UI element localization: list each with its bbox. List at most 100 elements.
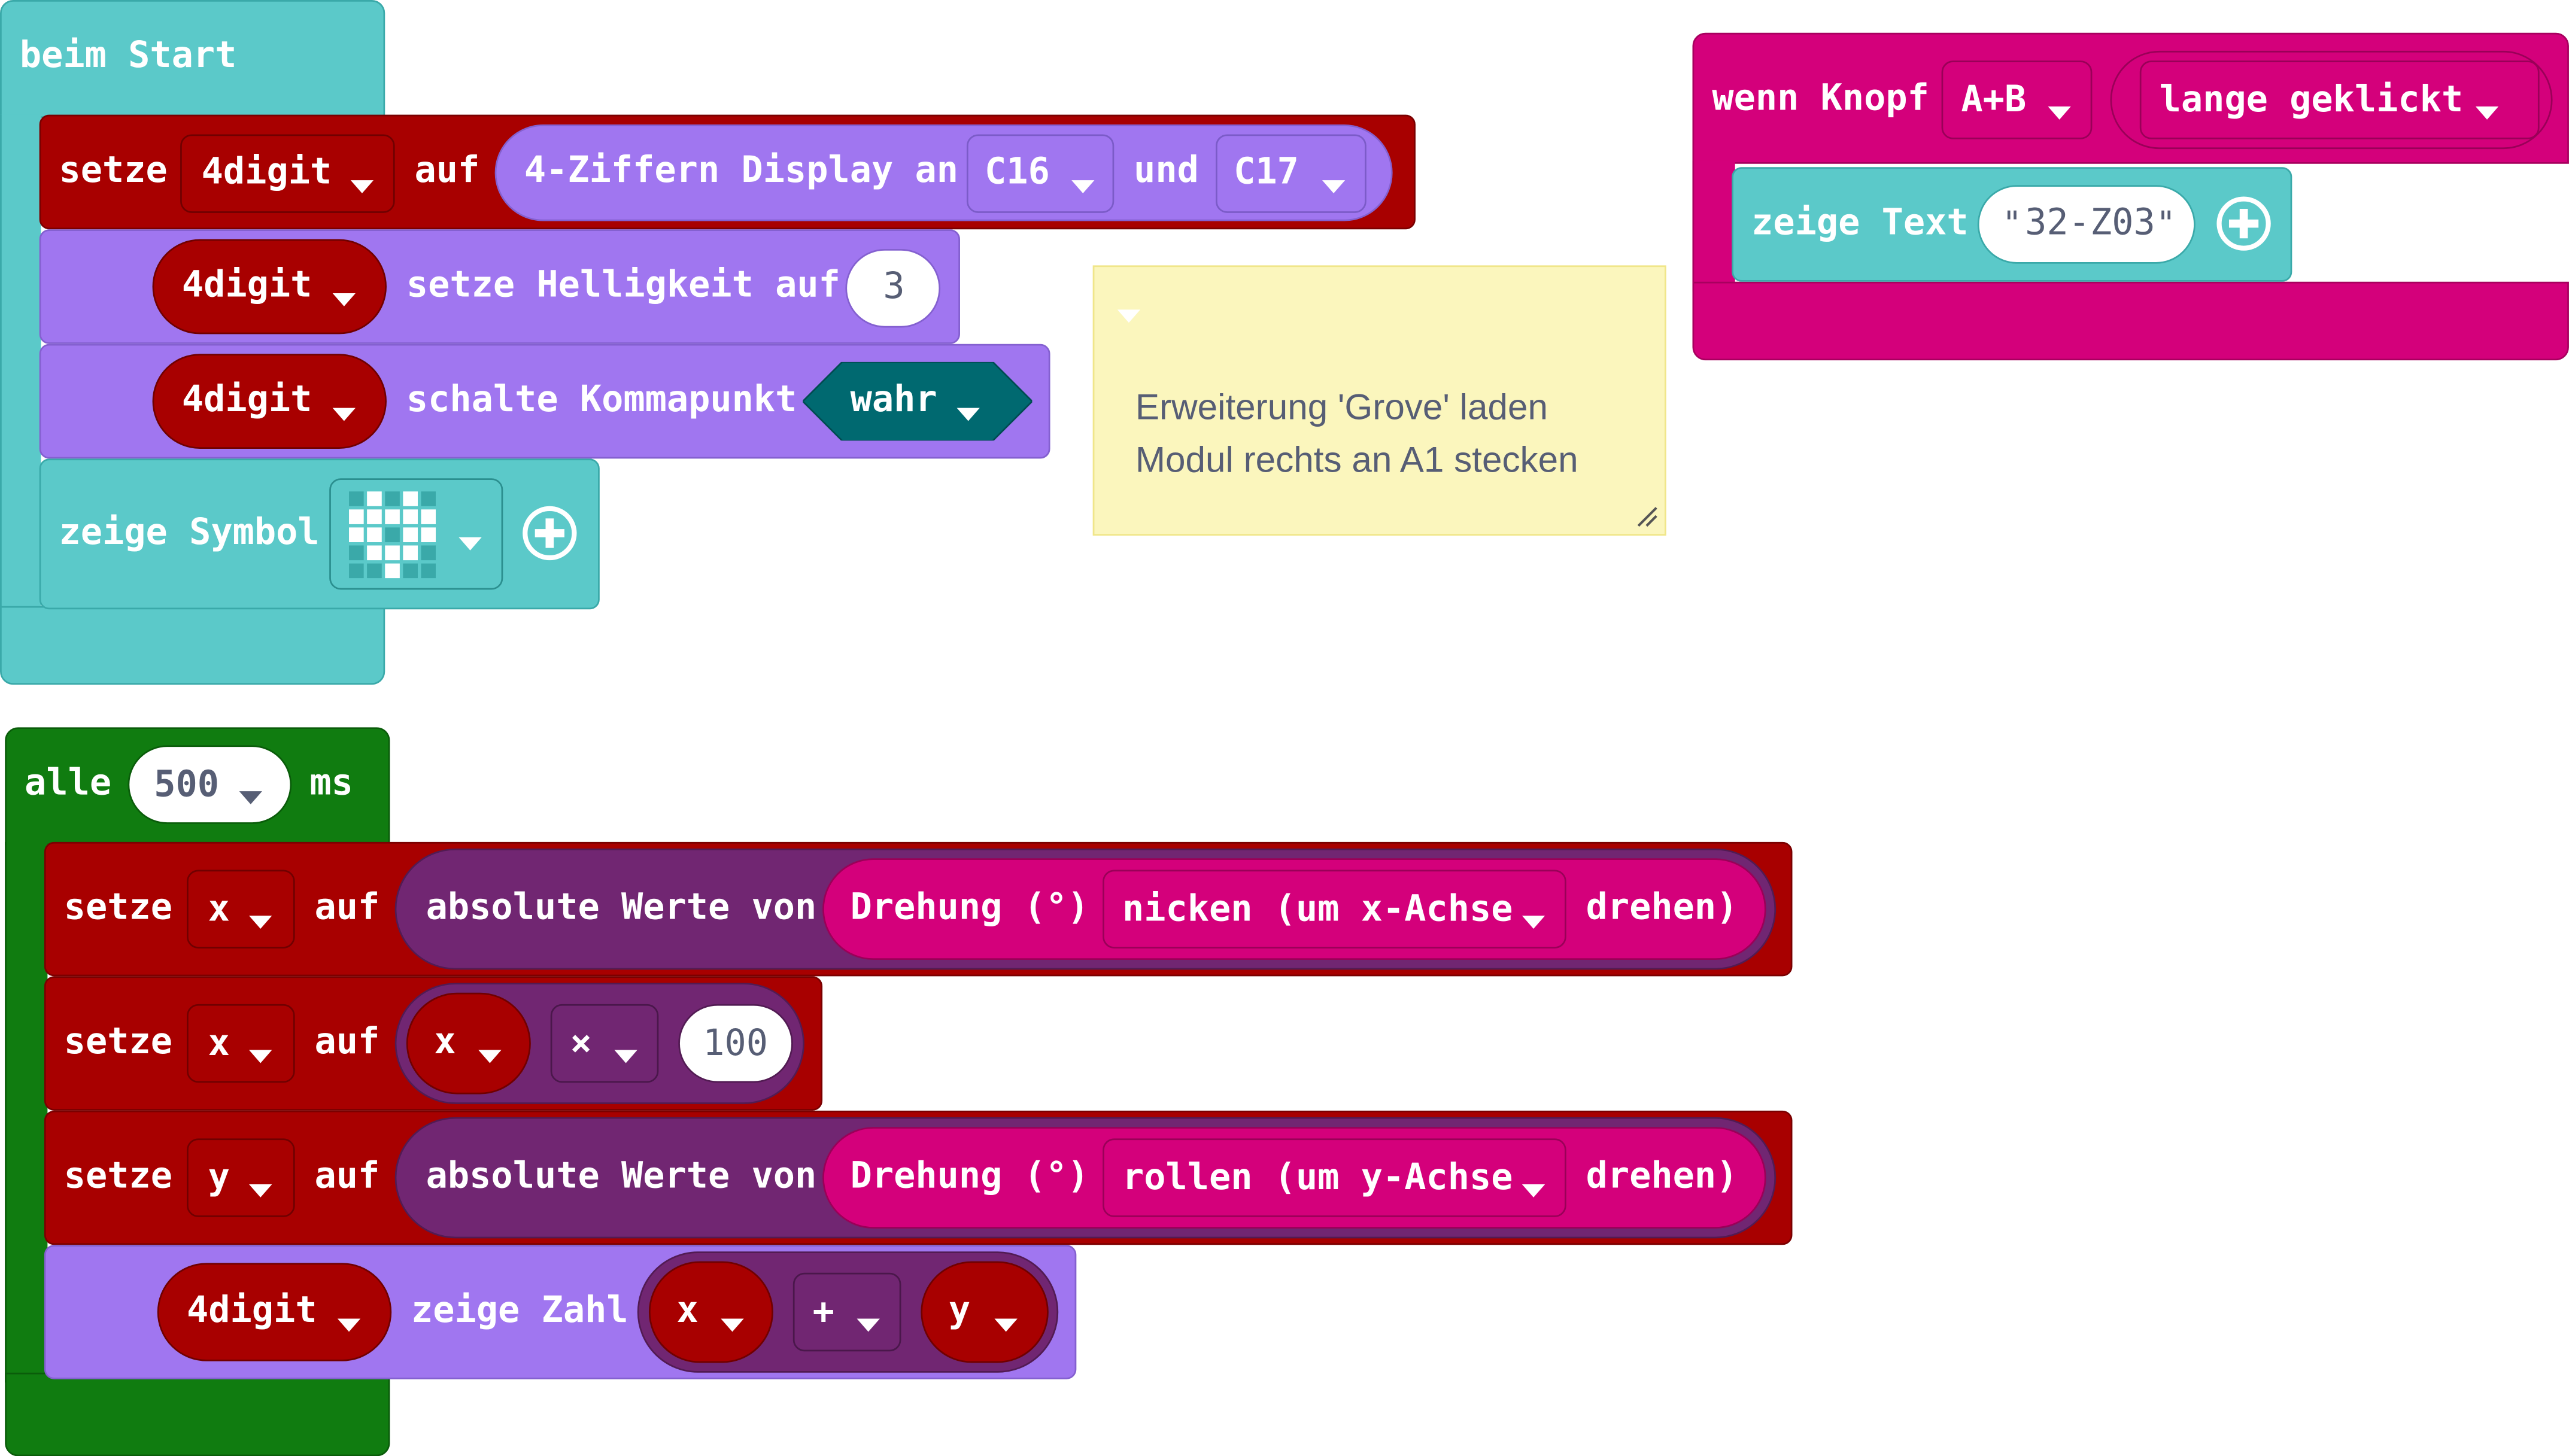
chevron-down-icon [478,1038,502,1069]
chevron-down-icon [994,1307,1018,1338]
drehen-label: drehen) [1586,887,1738,929]
led-pixel [367,527,382,543]
led-pixel [385,509,400,524]
on-start-label: beim Start [19,36,237,77]
variable-reporter-y[interactable]: y [921,1261,1049,1363]
resize-handle-icon[interactable] [1635,504,1658,527]
collapse-chevron-icon[interactable] [1117,298,1141,329]
chevron-down-icon [249,1038,272,1069]
on-start-foot [0,606,385,685]
variable-dropdown-x[interactable]: x [187,1004,295,1083]
pin1-dropdown[interactable]: C16 [966,134,1115,213]
variable-dropdown-4digit[interactable]: 4digit [180,134,395,213]
every-foot [5,1372,390,1456]
brightness-value-input[interactable]: 3 [845,249,941,328]
on-start-body-left [0,114,41,623]
pin2-dropdown[interactable]: C17 [1216,134,1367,213]
chevron-down-icon [2048,95,2071,126]
show-number-label: zeige Zahl [411,1290,628,1332]
chevron-down-icon [332,396,356,427]
variable-dropdown-y[interactable]: y [187,1138,295,1217]
led-pixel [421,491,436,506]
chevron-down-icon [350,169,374,200]
every-body-left [5,841,48,1383]
variable-reporter-x[interactable]: x [406,992,531,1095]
add-circle-icon[interactable] [2215,195,2273,253]
add-circle-icon[interactable] [521,504,578,562]
led-pixel [349,509,364,524]
number-input[interactable]: 100 [678,1004,793,1083]
led-pixel [385,545,400,561]
every-label: alle [25,763,112,804]
auf-keyword: auf [314,1156,380,1197]
bool-value-label: wahr [850,380,937,421]
point-label: schalte Kommapunkt [406,380,797,421]
chevron-down-icon [332,282,356,313]
chevron-down-icon [614,1038,637,1069]
comment-note[interactable] [1092,265,1666,536]
on-start-hat[interactable] [0,0,385,118]
show-icon-block[interactable] [39,458,600,610]
chevron-down-icon [1522,1173,1545,1204]
on-start-block[interactable]: beim Start [0,0,385,685]
icon-dropdown[interactable] [329,478,503,590]
chevron-down-icon [458,526,482,557]
operator-dropdown[interactable]: × [550,1004,659,1083]
set-keyword: setze [63,1022,173,1063]
auf-keyword: auf [314,887,380,929]
comment-line-1: Erweiterung 'Grove' laden [1135,386,1548,428]
auf-keyword: auf [414,150,480,192]
on-button-body-left [1692,160,1735,292]
led-pixel [385,527,400,543]
abs-label: absolute Werte von [426,1156,817,1197]
led-pixel [403,527,418,543]
led-pixel [421,545,436,561]
chevron-down-icon [337,1307,361,1338]
led-pixel [385,563,400,579]
led-pixel [367,509,382,524]
led-pixel [403,509,418,524]
abs-label: absolute Werte von [426,887,817,929]
auf-keyword: auf [314,1022,380,1063]
chevron-down-icon [239,780,262,811]
variable-reporter-4digit[interactable]: 4digit [152,239,387,335]
chevron-down-icon [249,904,272,935]
button-dropdown[interactable]: A+B [1941,60,2093,139]
led-pixel [367,491,382,506]
bool-value-hex[interactable] [803,361,1033,441]
variable-reporter-x[interactable]: x [648,1261,773,1363]
rotation-label: Drehung (°) [850,887,1089,929]
set-keyword: setze [63,1156,173,1197]
variable-reporter-4digit[interactable]: 4digit [157,1263,392,1361]
chevron-down-icon [1071,169,1095,200]
text-value: 32-Z03 [2025,203,2155,244]
led-pixel [349,491,364,506]
chevron-down-icon [2475,95,2499,126]
interval-dropdown[interactable]: 500 [127,745,292,824]
text-value-input[interactable] [1977,185,2196,264]
led-pixel [421,563,436,579]
drehen-label: drehen) [1586,1156,1738,1197]
led-pixel [349,545,364,561]
chevron-down-icon [721,1307,744,1338]
text-quote-close: " [2156,203,2176,243]
chevron-down-icon [857,1307,880,1338]
led-pixel [403,491,418,506]
ms-label: ms [309,763,353,804]
on-button-label: wenn Knopf [1712,78,1929,120]
event-dropdown[interactable]: lange geklickt [2139,60,2540,139]
variable-dropdown-x[interactable]: x [187,870,295,949]
show-icon-label: zeige Symbol [59,512,320,554]
und-keyword: und [1134,150,1199,192]
rotation-axis-dropdown[interactable]: rollen (um y-Achse [1103,1138,1566,1217]
led-pixel [403,563,418,579]
led-pixel [385,491,400,506]
icon-pattern [349,491,436,579]
operator-dropdown[interactable]: + [792,1272,901,1352]
variable-reporter-4digit[interactable]: 4digit [152,354,387,449]
led-pixel [349,563,364,579]
comment-line-2: Modul rechts an A1 stecken [1135,439,1578,480]
rotation-axis-dropdown[interactable]: nicken (um x-Achse [1103,870,1566,949]
brightness-label: setze Helligkeit auf [406,265,840,306]
led-pixel [367,563,382,579]
